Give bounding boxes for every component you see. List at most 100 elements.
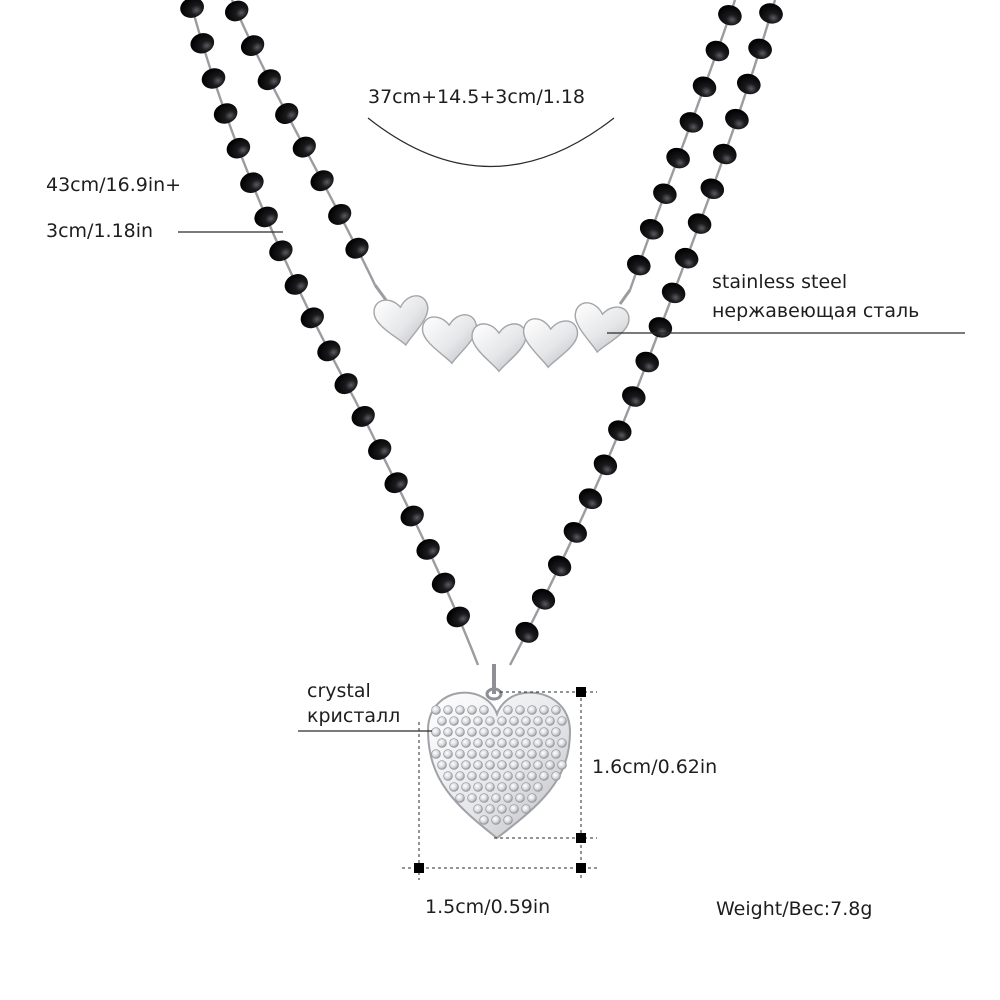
outer-chain-length-label-1: 43cm/16.9in+	[46, 174, 182, 196]
crystal-stone	[485, 804, 495, 814]
crystal-stone	[455, 727, 465, 737]
black-bead	[635, 351, 659, 373]
crystal-stone	[521, 804, 531, 814]
crystal-label-ru: кристалл	[307, 705, 401, 727]
black-bead	[334, 373, 358, 395]
crystal-stone	[545, 738, 555, 748]
black-bead	[687, 213, 712, 234]
crystal-heart-pendant	[426, 664, 572, 840]
black-bead	[240, 35, 265, 56]
black-bead	[661, 282, 686, 304]
black-bead	[547, 555, 572, 577]
crystal-stone	[443, 705, 453, 715]
black-bead	[446, 606, 471, 628]
black-bead	[368, 439, 392, 460]
inner-chain-right	[628, 0, 737, 291]
crystal-stone	[449, 760, 459, 770]
black-bead	[648, 317, 673, 338]
crystal-stone	[509, 782, 519, 792]
crystal-stone	[527, 727, 537, 737]
material-label-en: stainless steel	[712, 271, 848, 293]
black-bead	[653, 183, 677, 204]
crystal-stone	[485, 716, 495, 726]
crystal-stone	[557, 738, 567, 748]
crystal-stone	[497, 760, 507, 770]
black-bead	[328, 203, 352, 225]
small-steel-heart	[421, 314, 478, 365]
black-bead	[713, 143, 737, 165]
pendant-height-label: 1.6cm/0.62in	[592, 756, 718, 778]
crystal-stone	[455, 771, 465, 781]
crystal-stone	[533, 760, 543, 770]
crystal-stone	[467, 705, 477, 715]
crystal-stone	[461, 738, 471, 748]
pendant-width-label: 1.5cm/0.59in	[425, 896, 551, 918]
crystal-stone	[503, 749, 513, 759]
crystal-stone	[467, 749, 477, 759]
crystal-stone	[473, 782, 483, 792]
crystal-stone	[455, 793, 465, 803]
crystal-stone	[551, 749, 561, 759]
crystal-stone	[479, 705, 489, 715]
crystal-stone	[497, 738, 507, 748]
crystal-stone	[467, 727, 477, 737]
crystal-stone	[461, 782, 471, 792]
black-bead	[515, 621, 539, 643]
crystal-stone	[491, 749, 501, 759]
dimension-markers	[414, 687, 586, 873]
crystal-stone	[431, 749, 441, 759]
black-bead	[705, 40, 730, 62]
crystal-stone	[479, 815, 489, 825]
crystal-stone	[527, 793, 537, 803]
crystal-stone	[551, 727, 561, 737]
crystal-stone	[443, 727, 453, 737]
outer-chain-length-label-2: 3cm/1.18in	[46, 220, 154, 242]
crystal-stone	[515, 727, 525, 737]
crystal-stone	[443, 749, 453, 759]
black-bead	[674, 247, 699, 269]
black-bead	[254, 206, 278, 228]
crystal-stone	[473, 804, 483, 814]
crystal-stone	[551, 705, 561, 715]
black-bead	[748, 38, 772, 59]
small-steel-heart	[471, 323, 527, 373]
crystal-stone	[491, 793, 501, 803]
black-bead	[639, 219, 664, 240]
black-bead	[593, 454, 618, 476]
crystal-stone	[455, 705, 465, 715]
dimension-annotations	[178, 117, 965, 880]
crystal-stone	[491, 815, 501, 825]
crystal-stone	[437, 760, 447, 770]
crystal-stone	[503, 705, 513, 715]
crystal-label-en: crystal	[307, 680, 371, 702]
crystal-stone	[527, 705, 537, 715]
crystal-stone	[509, 760, 519, 770]
small-steel-heart	[522, 318, 579, 369]
black-bead	[226, 137, 251, 159]
small-steel-heart	[373, 295, 429, 347]
crystal-stone	[485, 738, 495, 748]
crystal-stone	[491, 727, 501, 737]
crystal-stone	[533, 782, 543, 792]
crystal-stone	[473, 716, 483, 726]
crystal-stone	[527, 771, 537, 781]
crystal-stone	[509, 716, 519, 726]
material-label-ru: нержавеющая сталь	[712, 300, 920, 322]
black-bead	[692, 76, 717, 98]
crystal-stone	[503, 815, 513, 825]
crystal-stone	[431, 727, 441, 737]
crystal-stone	[485, 760, 495, 770]
black-bead	[578, 488, 603, 510]
crystal-stone	[437, 738, 447, 748]
crystal-stone	[485, 782, 495, 792]
crystal-stone	[551, 771, 561, 781]
crystal-stone	[491, 771, 501, 781]
black-bead	[666, 147, 690, 169]
crystal-stone	[503, 793, 513, 803]
black-bead	[213, 103, 238, 124]
black-bead	[224, 0, 249, 22]
black-bead	[240, 172, 264, 194]
black-bead	[679, 112, 704, 133]
black-bead	[608, 420, 632, 442]
